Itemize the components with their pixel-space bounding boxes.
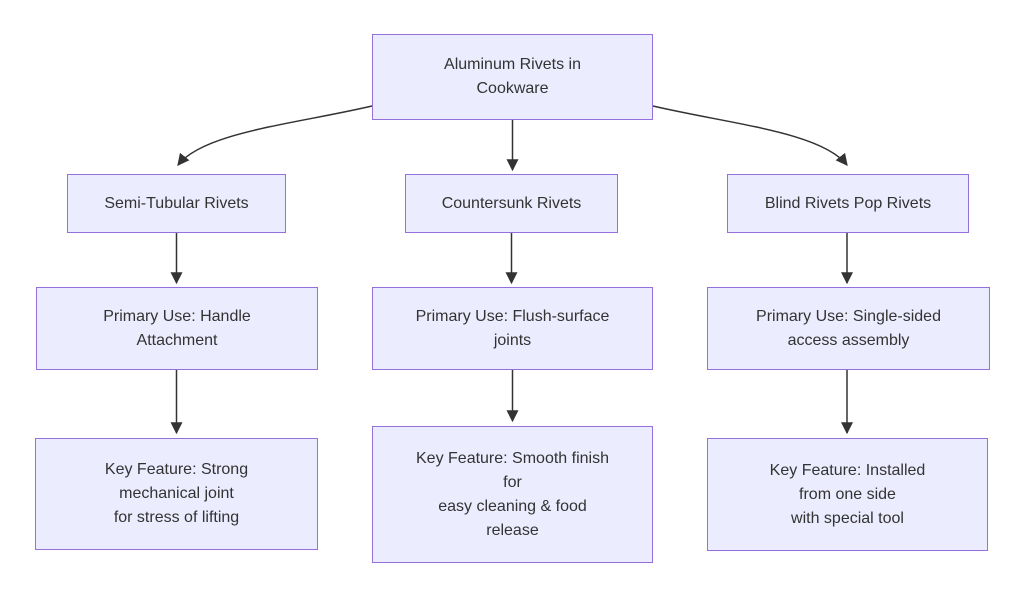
node-type-blind-pop: Blind Rivets Pop Rivets: [727, 174, 969, 233]
node-root-label: Aluminum Rivets in Cookware: [444, 56, 581, 97]
node-primary-use-countersunk-label: Primary Use: Flush-surface joints: [415, 307, 610, 349]
edge-root-to-blind: [652, 105, 848, 166]
node-type-semi-tubular-label: Semi-Tubular Rivets: [104, 194, 249, 212]
node-key-feature-semi-tubular-label: Key Feature: Strong mechanical joint for…: [104, 461, 249, 526]
node-key-feature-blind-pop-label: Key Feature: Installed from one side wit…: [769, 461, 926, 527]
node-root-aluminum-rivets: Aluminum Rivets in Cookware: [372, 34, 653, 120]
node-key-feature-blind-pop: Key Feature: Installed from one side wit…: [707, 438, 988, 551]
node-primary-use-blind-pop-label: Primary Use: Single-sided access assembl…: [756, 307, 941, 349]
node-key-feature-countersunk: Key Feature: Smooth finish for easy clea…: [372, 426, 653, 563]
edge-root-to-semitubular: [177, 105, 373, 166]
node-type-countersunk: Countersunk Rivets: [405, 174, 618, 233]
node-primary-use-blind-pop: Primary Use: Single-sided access assembl…: [707, 287, 990, 370]
node-primary-use-semi-tubular: Primary Use: Handle Attachment: [36, 287, 318, 370]
node-primary-use-semi-tubular-label: Primary Use: Handle Attachment: [103, 307, 251, 349]
node-primary-use-countersunk: Primary Use: Flush-surface joints: [372, 287, 653, 370]
node-type-countersunk-label: Countersunk Rivets: [441, 194, 582, 212]
node-key-feature-semi-tubular: Key Feature: Strong mechanical joint for…: [35, 438, 318, 550]
node-type-blind-pop-label: Blind Rivets Pop Rivets: [764, 194, 932, 212]
node-key-feature-countersunk-label: Key Feature: Smooth finish for easy clea…: [416, 449, 609, 539]
node-type-semi-tubular: Semi-Tubular Rivets: [67, 174, 286, 233]
